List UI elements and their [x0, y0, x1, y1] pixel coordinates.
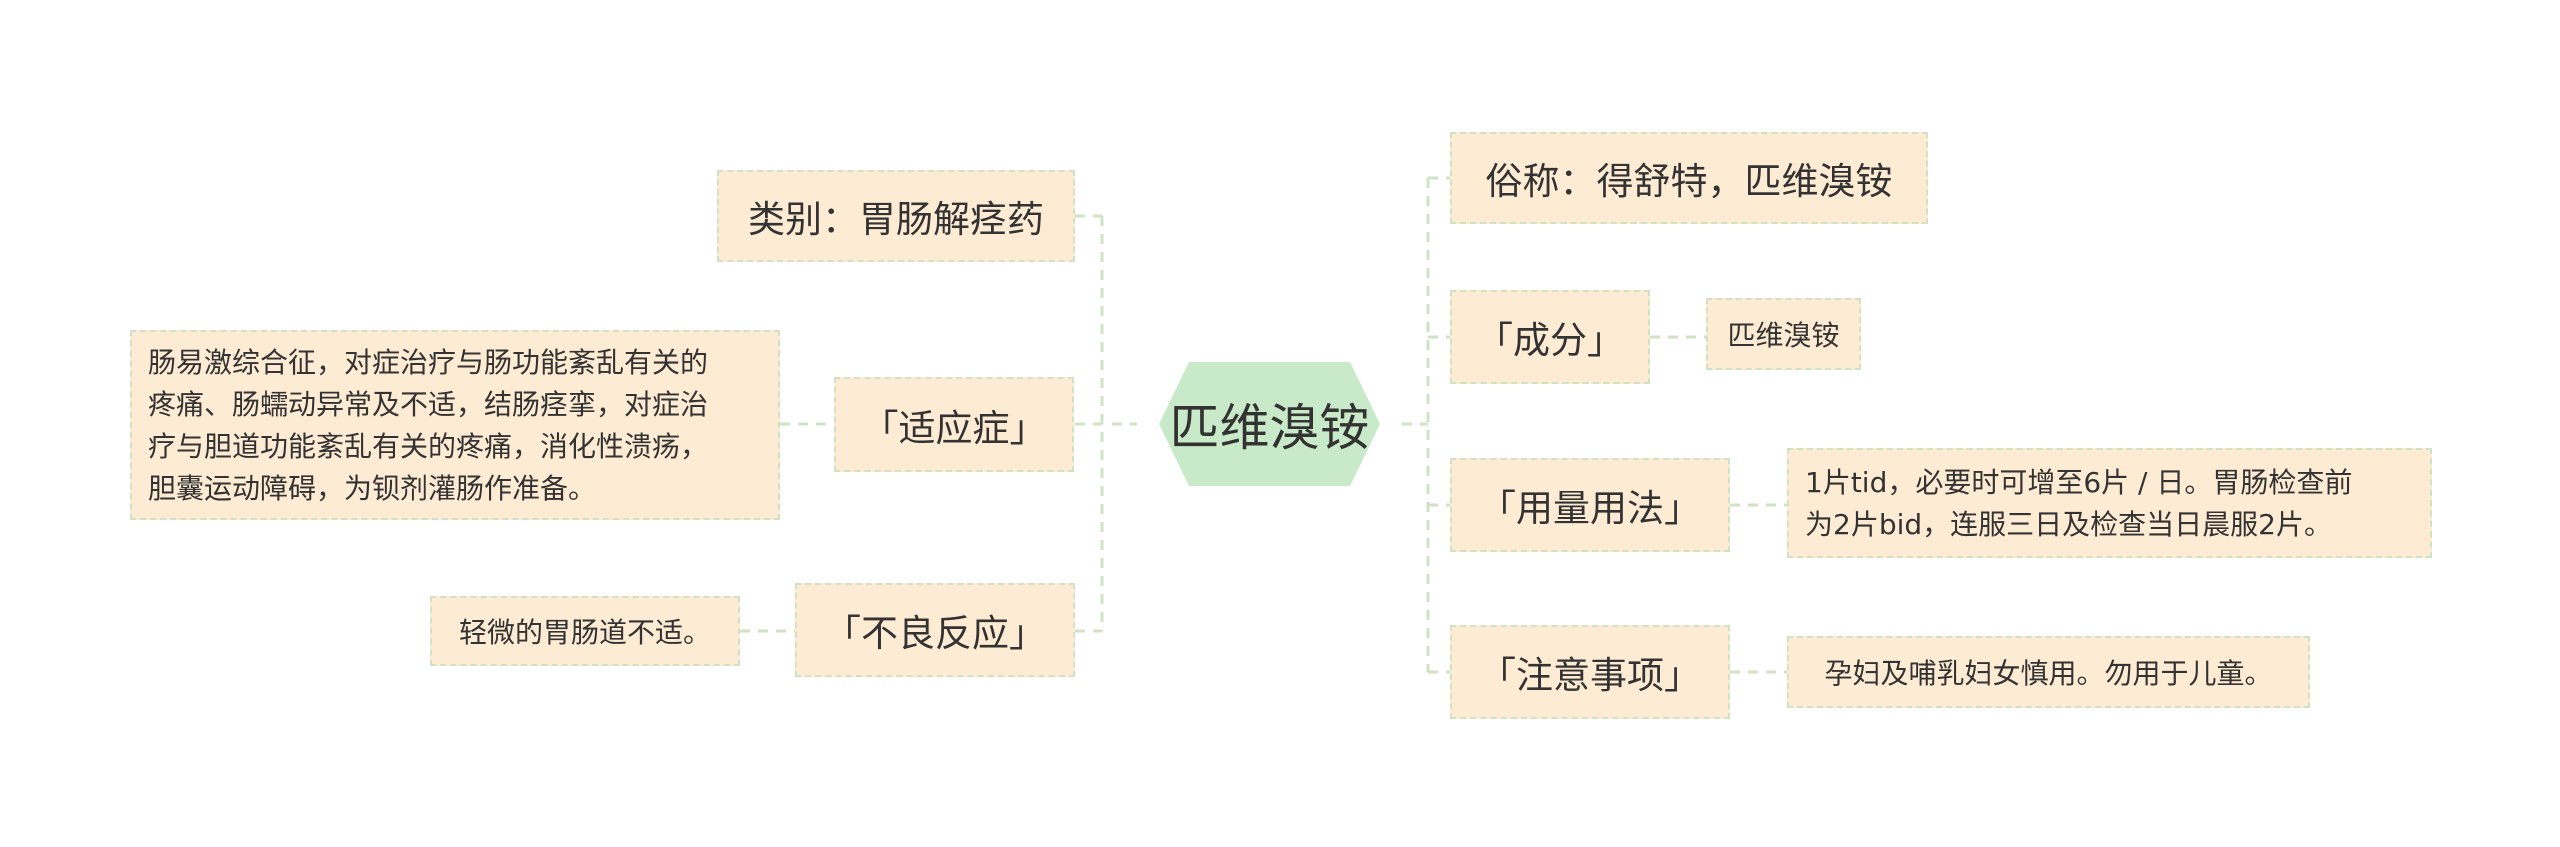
- alias-node[interactable]: 俗称：得舒特，匹维溴铵: [1450, 132, 1928, 224]
- category-node[interactable]: 类别：胃肠解痉药: [717, 170, 1075, 262]
- adverse-reactions-node[interactable]: 「不良反应」: [795, 583, 1075, 677]
- center-topic-label: 匹维溴铵: [1169, 399, 1370, 457]
- center-hexagon: [1159, 362, 1380, 486]
- ingredients-detail-node[interactable]: 匹维溴铵: [1706, 298, 1861, 370]
- precautions-node[interactable]: 「注意事项」: [1450, 625, 1730, 719]
- center-topic[interactable]: 匹维溴铵: [1137, 360, 1402, 488]
- indications-detail-node[interactable]: 肠易激综合征，对症治疗与肠功能紊乱有关的 疼痛、肠蠕动异常及不适，结肠痉挛，对症…: [130, 330, 780, 520]
- ingredients-node[interactable]: 「成分」: [1450, 290, 1650, 384]
- dosage-node[interactable]: 「用量用法」: [1450, 458, 1730, 552]
- indications-node[interactable]: 「适应症」: [834, 377, 1074, 472]
- dosage-detail-node[interactable]: 1片tid，必要时可增至6片 / 日。胃肠检查前 为2片bid，连服三日及检查当…: [1787, 448, 2432, 558]
- adverse-reactions-detail-node[interactable]: 轻微的胃肠道不适。: [430, 596, 740, 666]
- precautions-detail-node[interactable]: 孕妇及哺乳妇女慎用。勿用于儿童。: [1787, 636, 2310, 708]
